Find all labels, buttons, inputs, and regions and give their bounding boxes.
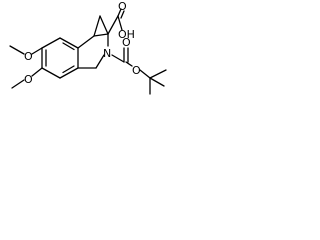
bond <box>11 79 25 89</box>
bond <box>99 15 109 35</box>
bond <box>41 67 61 79</box>
bond <box>93 15 101 37</box>
bond <box>9 45 25 55</box>
methoxy-bottom-o-label: O <box>24 73 33 86</box>
bond <box>93 33 109 37</box>
bond <box>31 47 43 55</box>
bond <box>41 37 61 49</box>
bond <box>59 67 79 79</box>
nitrogen-label: N <box>103 47 111 60</box>
carboxyl-oh-label: OH <box>118 28 135 41</box>
bond <box>117 15 123 31</box>
bond <box>107 15 119 35</box>
bond <box>31 67 43 77</box>
bond <box>149 77 165 87</box>
bond <box>111 54 125 63</box>
bond <box>139 69 151 79</box>
bond <box>62 42 75 51</box>
bond <box>77 35 95 49</box>
bond <box>120 10 125 19</box>
boc-carbonyl-o-label: O <box>122 36 131 49</box>
methoxy-top-o-label: O <box>24 50 33 63</box>
molecule-structure: O OH N O O O O <box>9 0 167 95</box>
boc-ester-o-label: O <box>132 64 141 77</box>
bond <box>95 54 105 69</box>
carboxyl-o-label: O <box>118 0 127 13</box>
bond <box>149 69 167 79</box>
bond <box>59 37 79 49</box>
bond <box>62 65 75 74</box>
bond <box>125 61 133 67</box>
bond <box>117 8 122 17</box>
